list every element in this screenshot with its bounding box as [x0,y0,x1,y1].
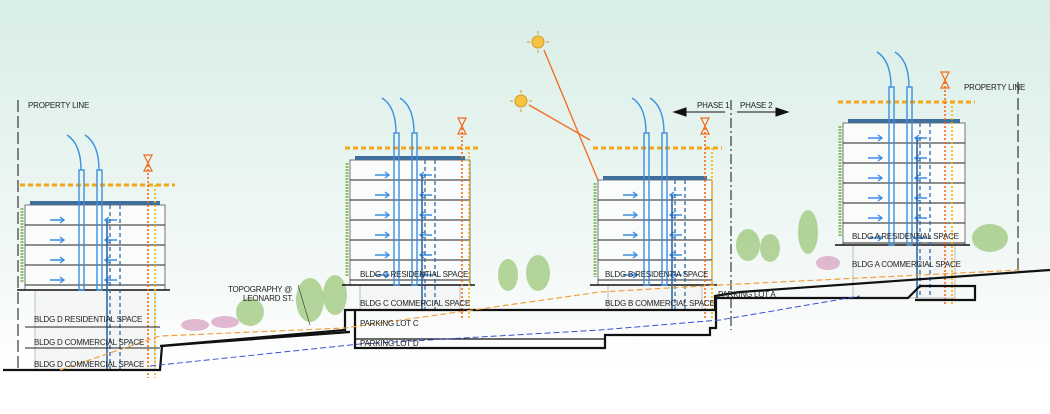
bldg-b-residential-label: BLDG B RESIDENTIA SPACE [605,270,708,279]
phase-2-label: PHASE 2 [740,101,773,110]
building-d-roof [30,201,160,205]
topography-label: TOPOGRAPHY @ [228,285,292,294]
building-c-roof [355,156,465,160]
parking-lot-a-label: PARKING LOT A [718,290,776,299]
bldg-c-commercial-label: BLDG C COMMERCIAL SPACE [360,299,470,308]
phase-1-label: PHASE 1 [697,101,730,110]
building-b-roof [603,176,707,180]
airflow-arrow-icon [868,134,884,142]
airflow-arrow-icon [375,251,391,259]
airflow-arrow-icon [868,234,884,242]
airflow-arrow-icon [623,191,639,199]
airflow-arrow-icon [375,211,391,219]
building-d-commercial [34,289,156,371]
exhaust-air-icon [381,97,397,134]
airflow-arrow-icon [50,276,66,284]
airflow-arrow-icon [623,251,639,259]
airflow-arrow-icon [623,211,639,219]
bldg-a-residential-label: BLDG A RESIDENTIAL SPACE [852,232,959,241]
bldg-a-commercial-label: BLDG A COMMERCIAL SPACE [852,260,961,269]
parking-lot-c-label: PARKING LOT C [360,319,419,328]
building-d-residential [24,204,166,291]
bldg-d-residential-label: BLDG D RESIDENTIAL SPACE [34,315,142,324]
wind-turbine-icon [457,117,467,135]
airflow-arrow-icon [623,271,639,279]
sun-icon [510,90,532,112]
exhaust-air-icon [84,134,100,171]
property-line-left-label: PROPERTY LINE [28,101,89,110]
airflow-arrow-icon [50,216,66,224]
parking-lot-d-label: PARKING LOT D [360,339,419,348]
exhaust-air-icon [649,97,665,134]
building-c-residential [349,159,471,286]
wind-turbine-icon [143,154,153,172]
bldg-d-commercial-label: BLDG D COMMERCIAL SPACE [34,338,144,347]
airflow-arrow-icon [375,191,391,199]
airflow-arrow-icon [868,194,884,202]
building-c-commercial [359,284,461,311]
ground-section [3,268,1050,372]
sun-ray-lines [528,49,601,186]
building-a-roof [848,119,960,123]
exhaust-air-icon [894,51,910,88]
topography-label: LEONARD ST. [243,294,293,303]
airflow-arrow-icon [375,271,391,279]
topography-leader [297,284,311,326]
airflow-arrow-icon [375,231,391,239]
airflow-arrow-icon [868,174,884,182]
water-line [149,295,861,367]
building-a-commercial [852,244,956,299]
wind-turbine-icon [700,117,710,135]
airflow-arrow-icon [868,154,884,162]
property-line-right-label: PROPERTY LINE [964,83,1025,92]
bldg-d-commercial-label: BLDG D COMMERCIAL SPACE [34,360,144,369]
exhaust-air-icon [399,97,415,134]
airflow-arrow-icon [50,256,66,264]
airflow-arrow-icon [623,231,639,239]
trees [181,210,1008,331]
wind-turbine-icon [940,71,950,89]
airflow-arrow-icon [868,214,884,222]
phase-arrows [672,107,790,117]
building-a-residential [842,122,966,246]
topography-line [59,269,1021,371]
exhaust-air-icon [66,134,82,171]
bldg-b-commercial-label: BLDG B COMMERCIAL SPACE [605,299,715,308]
bldg-c-residential-label: BLDG C RESIDENTIAL SPACE [360,270,468,279]
exhaust-air-icon [876,51,892,88]
airflow-arrow-icon [50,236,66,244]
airflow-arrow-icon [375,171,391,179]
sun-icon [527,31,549,53]
exhaust-air-icon [631,97,647,134]
